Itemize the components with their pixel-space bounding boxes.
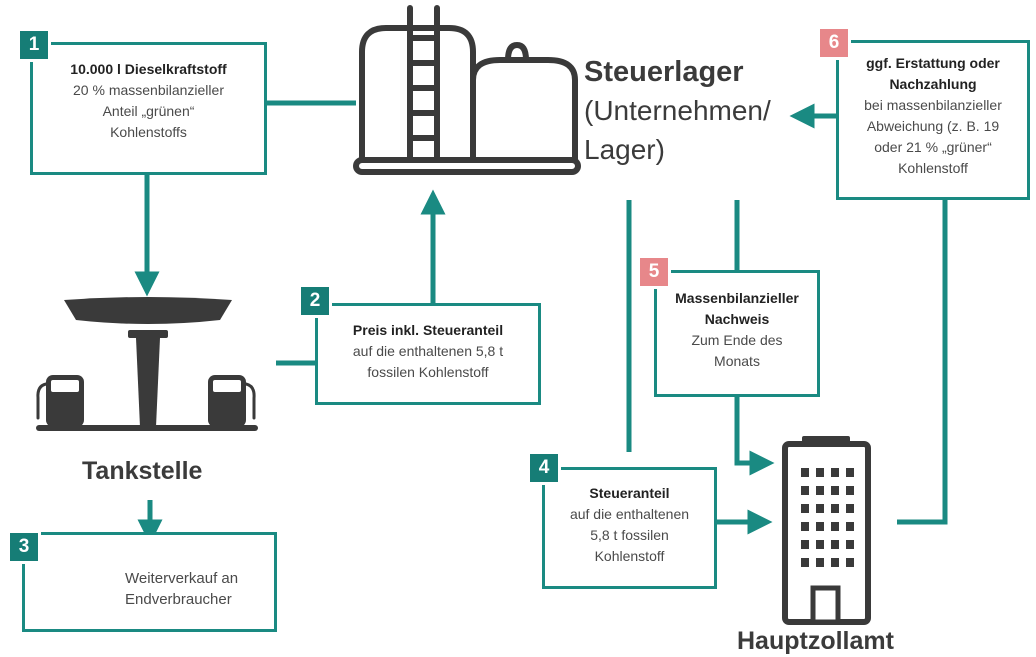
step2-line1: auf die enthaltenen 5,8 t (352, 343, 504, 359)
step1-badge: 1 (17, 28, 51, 62)
step3-line2: Endverbraucher (125, 591, 232, 608)
step6-box: ggf. Erstattung oder Nachzahlung bei mas… (836, 40, 1030, 200)
step4-line1: auf die enthaltenen (569, 506, 690, 522)
step3-box: Weiterverkauf an Endverbraucher (22, 532, 277, 632)
step6-title-line2: Nachzahlung (889, 76, 977, 92)
step5-title-line2: Nachweis (704, 311, 770, 327)
step5-badge: 5 (637, 255, 671, 289)
step2-box: Preis inkl. Steueranteil auf die enthalt… (315, 303, 541, 405)
step5-line2: Monats (714, 353, 760, 369)
step6-line2: Abweichung (z. B. 19 (866, 118, 1000, 134)
step2-title: Preis inkl. Steueranteil (352, 322, 504, 338)
step4-line3: Kohlenstoff (594, 548, 665, 564)
storage-subtitle-line2: Lager) (584, 134, 665, 165)
step2-line2: fossilen Kohlenstoff (367, 364, 489, 380)
storage-subtitle-line1: (Unternehmen/ (584, 95, 771, 126)
step1-title: 10.000 l Dieselkraftstoff (70, 61, 227, 77)
station-title: Tankstelle (82, 457, 203, 485)
step6-line3: oder 21 % „grüner“ (874, 139, 992, 155)
step5-box: Massenbilanzieller Nachweis Zum Ende des… (654, 270, 820, 397)
line-office-to-box6 (897, 197, 948, 525)
step6-line1: bei massenbilanzieller (864, 97, 1002, 113)
step4-box: Steueranteil auf die enthaltenen 5,8 t f… (542, 467, 717, 589)
step4-badge: 4 (527, 451, 561, 485)
step6-badge: 6 (817, 26, 851, 60)
step6-title-line1: ggf. Erstattung oder (866, 55, 1000, 71)
step2-badge: 2 (298, 284, 332, 318)
step1-line1: 20 % massenbilanzieller (73, 82, 224, 98)
step1-line2: Anteil „grünen“ (102, 103, 195, 119)
storage-title: Steuerlager (584, 56, 744, 88)
step3-text: Weiterverkauf an Endverbraucher (125, 568, 238, 610)
step3-badge: 3 (7, 530, 41, 564)
step1-line3: Kohlenstoffs (110, 124, 187, 140)
step1-box: 10.000 l Dieselkraftstoff 20 % massenbil… (30, 42, 267, 175)
step3-line1: Weiterverkauf an (125, 570, 239, 587)
arrow-box5-to-office (734, 396, 775, 476)
gas-station-icon (36, 297, 258, 431)
office-building-icon (782, 436, 871, 625)
step6-line4: Kohlenstoff (898, 160, 968, 176)
office-title: Hauptzollamt (737, 627, 894, 655)
step4-line2: 5,8 t fossilen (590, 527, 669, 543)
step5-line1: Zum Ende des (691, 332, 783, 348)
step4-title: Steueranteil (589, 485, 670, 501)
step5-title-line1: Massenbilanzieller (675, 290, 799, 306)
storage-tanks-icon (353, 5, 581, 175)
